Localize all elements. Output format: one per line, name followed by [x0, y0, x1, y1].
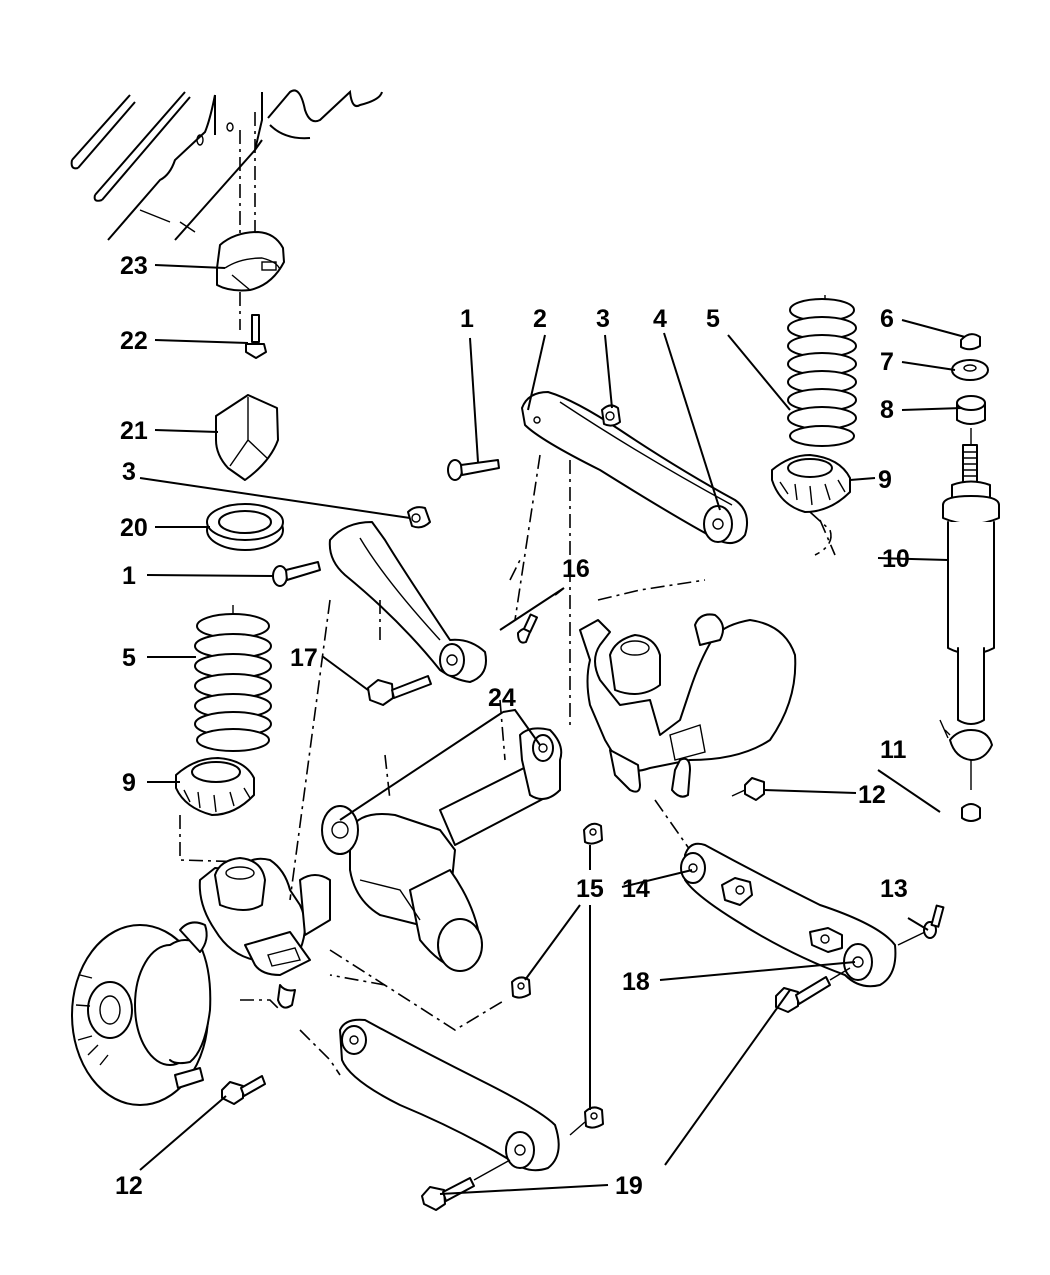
part-5-spring-right [787, 295, 857, 447]
part-12-bolt-right [731, 777, 765, 801]
lower-control-arm-left [339, 1018, 586, 1172]
callout-1-left: 1 [122, 562, 136, 590]
part-1-bolt-left [272, 561, 321, 587]
part-7-washer [951, 359, 989, 381]
callout-2: 2 [533, 305, 547, 333]
part-13-cam [897, 904, 945, 946]
part-5-spring-left [194, 605, 272, 752]
callout-3-left: 3 [122, 458, 136, 486]
callout-3-right: 3 [596, 305, 610, 333]
part-20-seat [206, 503, 284, 551]
part-9-isolator-left [175, 757, 255, 863]
callout-8: 8 [880, 396, 894, 424]
part-3-nut-left [407, 506, 431, 529]
callout-24: 24 [488, 684, 516, 712]
callout-17: 17 [290, 644, 318, 672]
callout-12-left: 12 [115, 1172, 143, 1200]
part-15-nuts [511, 822, 604, 1129]
part-22-bolt [245, 314, 267, 359]
part-19-bolt-right [775, 967, 851, 1013]
part-1-bolt-right [447, 459, 500, 481]
callout-10: 10 [882, 545, 910, 573]
part-14-lower-control-arm-right [680, 842, 897, 988]
callout-13: 13 [880, 875, 908, 903]
part-17-bolt [367, 675, 432, 706]
callout-19: 19 [615, 1172, 643, 1200]
callout-16: 16 [562, 555, 590, 583]
assembly-guide-lines [289, 454, 836, 1076]
callout-5-left: 5 [122, 644, 136, 672]
callout-5-right: 5 [706, 305, 720, 333]
callout-14: 14 [622, 875, 650, 903]
callout-11: 11 [880, 736, 907, 764]
part-10-shock-absorber [939, 444, 1000, 790]
part-9-isolator-right [771, 454, 851, 556]
callout-labels: 1 2 3 4 5 6 7 8 9 10 23 22 21 3 20 1 16 … [115, 252, 910, 1200]
part-6-nut [960, 333, 981, 351]
part-12-bolt-left [221, 1075, 266, 1105]
callout-6: 6 [880, 305, 894, 333]
upper-control-arm-left [328, 521, 487, 683]
callout-23: 23 [120, 252, 148, 280]
callout-21: 21 [120, 417, 148, 445]
part-19-bolt-left [421, 1159, 511, 1211]
part-21-jounce-bumper [215, 394, 279, 481]
leader-lines [139, 264, 966, 1195]
callout-15: 15 [576, 875, 604, 903]
part-11-nut [961, 803, 981, 822]
callout-22: 22 [120, 327, 148, 355]
callout-9-right: 9 [878, 466, 892, 494]
callout-12-right: 12 [858, 781, 886, 809]
callout-9-left: 9 [122, 769, 136, 797]
part-16-cam-left [517, 613, 539, 644]
part-23-bracket [216, 231, 285, 292]
callout-7: 7 [880, 348, 894, 376]
callout-20: 20 [120, 514, 148, 542]
callout-4: 4 [653, 305, 667, 333]
part-8-grommet [956, 395, 986, 445]
part-3-nut-right [601, 404, 621, 427]
part-24-axle-assembly [71, 613, 797, 1106]
part-2-upper-control-arm-right [521, 391, 748, 545]
frame-rail [70, 89, 383, 330]
callout-1-right: 1 [460, 305, 474, 333]
callout-18: 18 [622, 968, 650, 996]
